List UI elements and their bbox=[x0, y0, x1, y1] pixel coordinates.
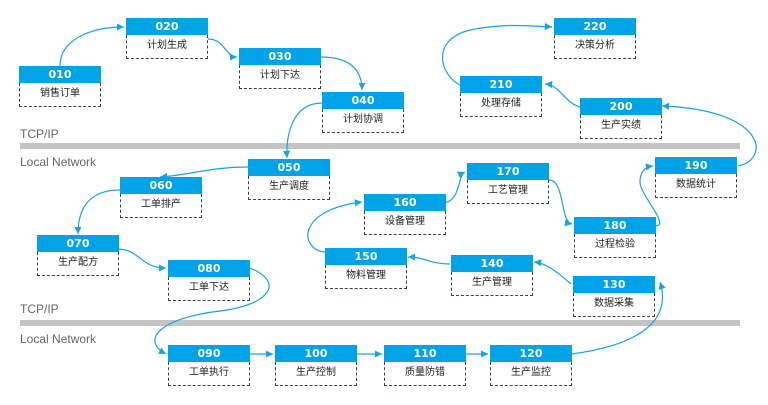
network-band-1 bbox=[20, 143, 740, 149]
band-label-tcpip-1: TCP/IP bbox=[20, 127, 59, 141]
node-020: 020 计划生成 bbox=[126, 18, 208, 59]
band-label-tcpip-2: TCP/IP bbox=[20, 302, 59, 316]
band-label-local-2: Local Network bbox=[20, 332, 97, 346]
node-label: 决策分析 bbox=[554, 35, 636, 59]
node-label: 过程检验 bbox=[574, 234, 656, 258]
node-label: 物料管理 bbox=[325, 265, 407, 289]
node-180: 180 过程检验 bbox=[574, 217, 656, 258]
node-label: 工艺管理 bbox=[467, 180, 549, 204]
arrow-050-060 bbox=[159, 166, 249, 181]
node-160: 160 设备管理 bbox=[364, 194, 446, 235]
node-code: 100 bbox=[275, 345, 357, 362]
node-110: 110 质量防错 bbox=[384, 345, 466, 386]
node-label: 设备管理 bbox=[364, 211, 446, 235]
node-code: 190 bbox=[655, 157, 737, 174]
arrow-170-180 bbox=[548, 179, 573, 227]
node-code: 010 bbox=[19, 66, 101, 83]
node-label: 质量防错 bbox=[384, 362, 466, 386]
node-190: 190 数据统计 bbox=[655, 157, 737, 198]
node-label: 生产控制 bbox=[275, 362, 357, 386]
node-code: 210 bbox=[460, 76, 542, 93]
node-code: 160 bbox=[364, 194, 446, 211]
node-label: 工单排产 bbox=[120, 194, 202, 218]
arrow-030-040 bbox=[320, 56, 366, 91]
node-label: 工单执行 bbox=[168, 362, 250, 386]
arrow-160-170 bbox=[445, 171, 466, 203]
node-code: 080 bbox=[168, 260, 250, 277]
node-label: 生产监控 bbox=[490, 362, 572, 386]
node-code: 130 bbox=[573, 276, 655, 293]
arrow-020-030 bbox=[207, 38, 238, 61]
node-label: 生产管理 bbox=[451, 272, 533, 296]
node-code: 030 bbox=[239, 48, 321, 65]
node-label: 计划下达 bbox=[239, 65, 321, 89]
arrow-200-210 bbox=[544, 80, 581, 108]
node-code: 110 bbox=[384, 345, 466, 362]
node-040: 040 计划协调 bbox=[322, 92, 404, 133]
node-210: 210 处理存储 bbox=[460, 76, 542, 117]
arrow-010-020 bbox=[59, 23, 125, 67]
node-140: 140 生产管理 bbox=[451, 255, 533, 296]
node-label: 生产调度 bbox=[248, 176, 330, 200]
node-code: 050 bbox=[248, 159, 330, 176]
node-label: 生产配方 bbox=[37, 252, 119, 276]
node-label: 计划协调 bbox=[322, 109, 404, 133]
node-170: 170 工艺管理 bbox=[467, 163, 549, 204]
node-080: 080 工单下达 bbox=[168, 260, 250, 301]
arrow-130-140 bbox=[533, 259, 572, 285]
node-label: 处理存储 bbox=[460, 93, 542, 117]
node-070: 070 生产配方 bbox=[37, 235, 119, 276]
node-label: 计划生成 bbox=[126, 35, 208, 59]
node-050: 050 生产调度 bbox=[248, 159, 330, 200]
band-label-local-1: Local Network bbox=[20, 155, 97, 169]
node-030: 030 计划下达 bbox=[239, 48, 321, 89]
node-220: 220 决策分析 bbox=[554, 18, 636, 59]
node-label: 数据统计 bbox=[655, 174, 737, 198]
node-060: 060 工单排产 bbox=[120, 177, 202, 218]
node-code: 070 bbox=[37, 235, 119, 252]
arrow-140-150 bbox=[407, 253, 451, 265]
arrow-060-070 bbox=[74, 189, 121, 235]
node-100: 100 生产控制 bbox=[275, 345, 357, 386]
node-code: 200 bbox=[580, 98, 662, 115]
node-120: 120 生产监控 bbox=[490, 345, 572, 386]
node-label: 工单下达 bbox=[168, 277, 250, 301]
node-010: 010 销售订单 bbox=[19, 66, 101, 107]
node-code: 120 bbox=[490, 345, 572, 362]
arrow-040-050 bbox=[283, 102, 323, 159]
node-code: 040 bbox=[322, 92, 404, 109]
node-label: 生产实绩 bbox=[580, 115, 662, 139]
node-130: 130 数据采集 bbox=[573, 276, 655, 317]
node-code: 220 bbox=[554, 18, 636, 35]
arrow-150-160 bbox=[307, 199, 363, 253]
node-label: 数据采集 bbox=[573, 293, 655, 317]
node-code: 090 bbox=[168, 345, 250, 362]
node-code: 170 bbox=[467, 163, 549, 180]
node-150: 150 物料管理 bbox=[325, 248, 407, 289]
network-band-2 bbox=[20, 320, 740, 326]
node-code: 140 bbox=[451, 255, 533, 272]
node-code: 180 bbox=[574, 217, 656, 234]
node-code: 150 bbox=[325, 248, 407, 265]
node-label: 销售订单 bbox=[19, 83, 101, 107]
node-200: 200 生产实绩 bbox=[580, 98, 662, 139]
arrow-070-080 bbox=[116, 248, 167, 272]
node-090: 090 工单执行 bbox=[168, 345, 250, 386]
node-code: 020 bbox=[126, 18, 208, 35]
node-code: 060 bbox=[120, 177, 202, 194]
